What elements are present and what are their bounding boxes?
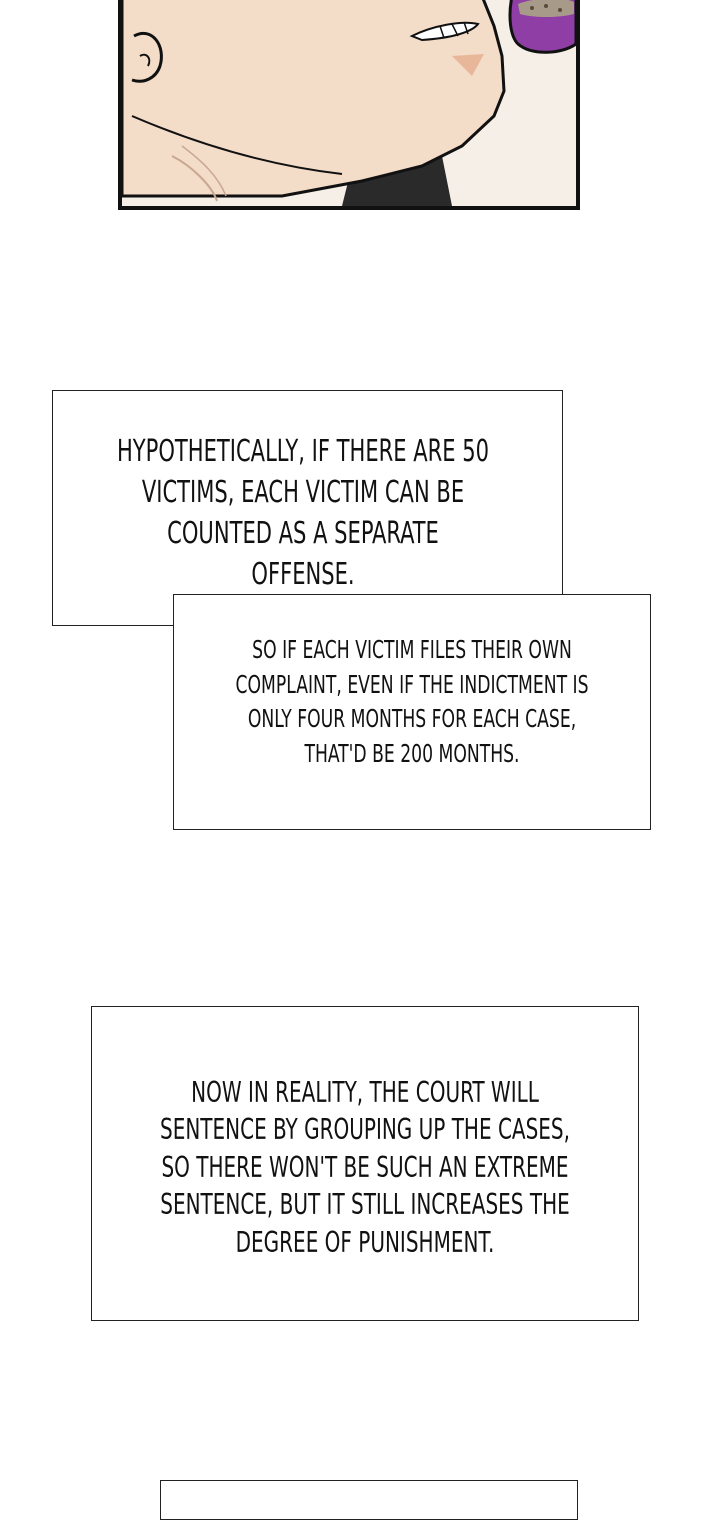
narration-box-4 bbox=[160, 1480, 578, 1520]
narration-box-2: So if each victim files their own compla… bbox=[173, 594, 651, 830]
narration-box-1: Hypothetically, if there are 50 victims,… bbox=[52, 390, 563, 626]
face-illustration bbox=[122, 0, 576, 206]
narration-text-3: Now in reality, the court will sentence … bbox=[160, 1075, 570, 1259]
comic-panel-face bbox=[118, 0, 580, 210]
narration-text-1: Hypothetically, if there are 50 victims,… bbox=[116, 434, 489, 592]
narration-text-2: So if each victim files their own compla… bbox=[235, 635, 589, 768]
narration-box-3: Now in reality, the court will sentence … bbox=[91, 1006, 639, 1321]
